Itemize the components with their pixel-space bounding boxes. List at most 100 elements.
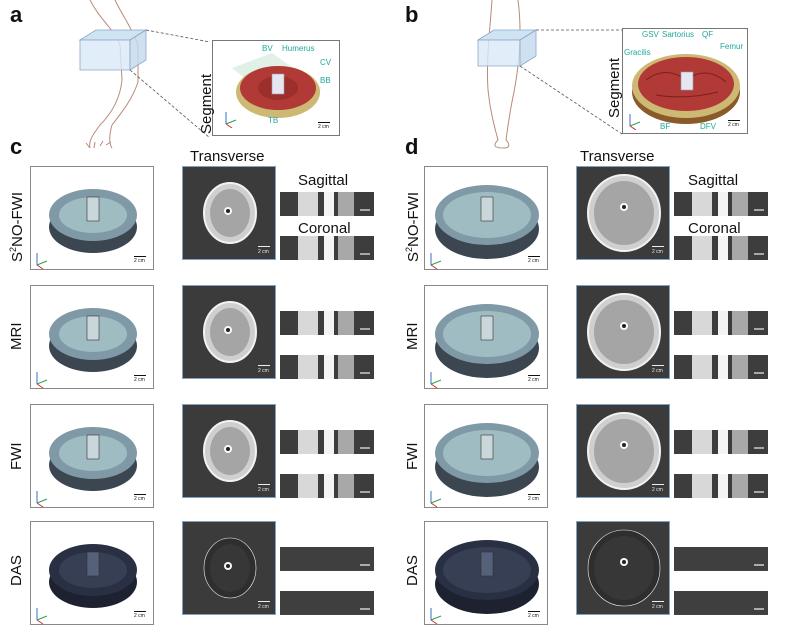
- row-label-mri-d: MRI: [404, 322, 421, 351]
- leg-label-gsv: GSV: [642, 30, 659, 39]
- transverse-scalebar: [258, 246, 270, 248]
- coronal-slice-mri-c: [280, 355, 374, 379]
- sagittal-slice-mri-d: [674, 311, 768, 335]
- panel-d-letter: d: [405, 134, 419, 159]
- volume-scalebar: [528, 256, 540, 258]
- panel-b-letter: b: [405, 2, 419, 27]
- row-label-sup: 2: [404, 246, 414, 252]
- transverse-scale-label: 2 cm: [258, 604, 269, 610]
- leg-segment-label: Segment: [606, 57, 623, 118]
- coronal-slice-s2no-fwi-c: [280, 236, 374, 260]
- transverse-scalebar: [652, 484, 664, 486]
- coronal-slice-s2no-fwi-d: [674, 236, 768, 260]
- sagittal-slice-mri-c: [280, 311, 374, 335]
- volume-scalebar: [134, 256, 146, 258]
- coronal-slice-das-c: [280, 591, 374, 615]
- coronal-slice-fwi-c: [280, 474, 374, 498]
- transverse-scale-label: 2 cm: [258, 249, 269, 255]
- arm-segment-scale-label: 2 cm: [318, 124, 329, 130]
- volume-render-s2no-fwi-d: [424, 166, 548, 270]
- transverse-slice-s2no-fwi-c: [182, 166, 276, 260]
- header-coronal-d: Coronal: [688, 220, 741, 237]
- leg-segment-render: [629, 54, 740, 130]
- volume-scale-label: 2 cm: [528, 258, 539, 264]
- panel-c-letter: c: [10, 134, 23, 159]
- row-label-suffix: NO-FWI: [405, 191, 422, 247]
- volume-scale-label: 2 cm: [134, 613, 145, 619]
- volume-render-mri-d: [424, 285, 548, 389]
- coronal-slice-mri-d: [674, 355, 768, 379]
- transverse-scale-label: 2 cm: [258, 487, 269, 493]
- row-label-s-prefix: S: [9, 251, 26, 262]
- volume-scalebar: [134, 494, 146, 496]
- transverse-scale-label: 2 cm: [258, 368, 269, 374]
- coronal-slice-fwi-d: [674, 474, 768, 498]
- arm-label-cv: CV: [320, 58, 332, 67]
- sagittal-slice-fwi-c: [280, 430, 374, 454]
- header-sagittal-c: Sagittal: [298, 172, 349, 189]
- leg-segment-scalebar: [728, 120, 740, 122]
- sagittal-slice-s2no-fwi-c: [280, 192, 374, 216]
- volume-scalebar: [528, 494, 540, 496]
- transverse-scalebar: [652, 246, 664, 248]
- volume-scale-label: 2 cm: [528, 613, 539, 619]
- row-label-fwi-d: FWI: [404, 442, 421, 471]
- transverse-scalebar: [258, 484, 270, 486]
- arm-segment-scalebar: [318, 122, 330, 124]
- volume-scale-label: 2 cm: [528, 377, 539, 383]
- row-label-mri-c: MRI: [8, 322, 25, 351]
- volume-scale-label: 2 cm: [134, 258, 145, 264]
- arm-segment-render: [225, 53, 322, 128]
- header-sagittal-d: Sagittal: [688, 172, 739, 189]
- volume-scalebar: [528, 611, 540, 613]
- leg-label-dfv: DFV: [700, 122, 716, 131]
- leg-label-sartorius: Sartorius: [662, 30, 695, 39]
- arm-illustration: [78, 0, 211, 149]
- volume-scale-label: 2 cm: [134, 496, 145, 502]
- arm-label-humerus: Humerus: [282, 44, 315, 53]
- arm-label-tb: TB: [268, 116, 279, 125]
- volume-scale-label: 2 cm: [134, 377, 145, 383]
- volume-render-das-c: [30, 521, 154, 625]
- row-label-s-prefix: S: [405, 251, 422, 262]
- sagittal-slice-s2no-fwi-d: [674, 192, 768, 216]
- transverse-slice-fwi-c: [182, 404, 276, 498]
- arm-label-bb: BB: [320, 76, 331, 85]
- volume-render-das-d: [424, 521, 548, 625]
- row-label-das-c: DAS: [8, 555, 25, 586]
- volume-scalebar: [134, 375, 146, 377]
- transverse-slice-das-c: [182, 521, 276, 615]
- volume-render-s2no-fwi-c: [30, 166, 154, 270]
- row-label-s2no-fwi-c: S2NO-FWI: [8, 192, 26, 262]
- header-coronal-c: Coronal: [298, 220, 351, 237]
- row-label-fwi-c: FWI: [8, 442, 25, 471]
- transverse-slice-s2no-fwi-d: [576, 166, 670, 260]
- sagittal-slice-fwi-d: [674, 430, 768, 454]
- transverse-scalebar: [258, 365, 270, 367]
- leg-label-gracilis: Gracilis: [624, 48, 651, 57]
- volume-render-mri-c: [30, 285, 154, 389]
- leg-illustration: [476, 0, 623, 149]
- transverse-scale-label: 2 cm: [652, 487, 663, 493]
- row-label-suffix: NO-FWI: [9, 191, 26, 247]
- transverse-slice-das-d: [576, 521, 670, 615]
- leg-label-bf: BF: [660, 122, 671, 131]
- transverse-scalebar: [652, 365, 664, 367]
- leg-label-qf: QF: [702, 30, 714, 39]
- sagittal-slice-das-d: [674, 547, 768, 571]
- transverse-scalebar: [258, 601, 270, 603]
- volume-render-fwi-d: [424, 404, 548, 508]
- header-transverse-c: Transverse: [190, 148, 265, 165]
- transverse-scalebar: [652, 601, 664, 603]
- row-label-sup: 2: [8, 246, 18, 252]
- volume-render-fwi-c: [30, 404, 154, 508]
- transverse-slice-mri-d: [576, 285, 670, 379]
- row-label-s2no-fwi-d: S2NO-FWI: [404, 192, 422, 262]
- volume-scalebar: [134, 611, 146, 613]
- arm-segment-label: Segment: [198, 73, 215, 134]
- volume-scalebar: [528, 375, 540, 377]
- row-label-das-d: DAS: [404, 555, 421, 586]
- leg-label-femur: Femur: [720, 42, 744, 51]
- transverse-scale-label: 2 cm: [652, 604, 663, 610]
- leg-segment-scale-label: 2 cm: [728, 122, 739, 128]
